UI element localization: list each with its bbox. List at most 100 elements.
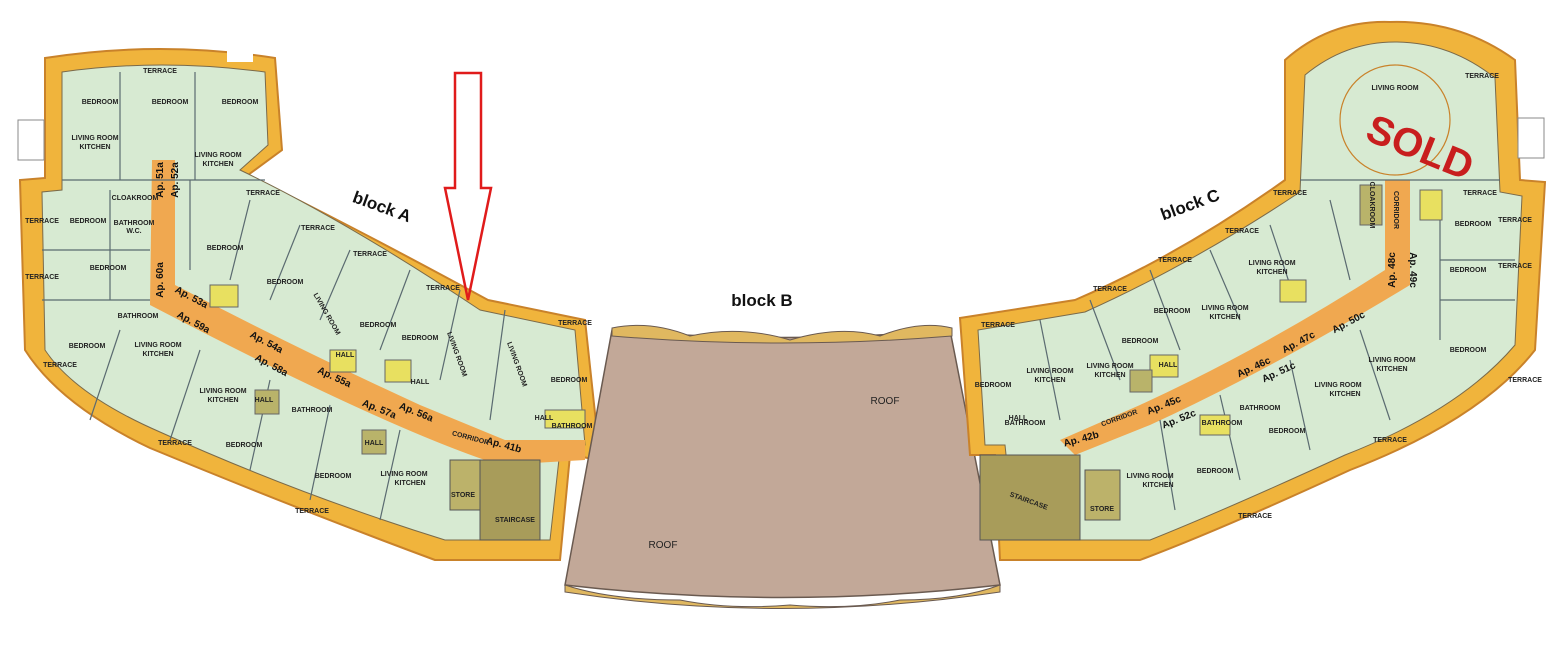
room-label: BEDROOM [1450, 347, 1487, 354]
room-label: KITCHEN [1142, 482, 1173, 489]
store-block-c [1084, 469, 1121, 521]
room-label: LIVING ROOM [1371, 85, 1418, 92]
room-label: BEDROOM [152, 99, 189, 106]
room-label: STORE [1090, 506, 1114, 513]
room-label: BEDROOM [82, 99, 119, 106]
room-label: TERRACE [981, 322, 1015, 329]
room-label: BEDROOM [1455, 221, 1492, 228]
block-b-plan [564, 324, 1001, 609]
side-stair [17, 119, 45, 161]
room-label: LIVING ROOM [1086, 363, 1133, 370]
room-label: STAIRCASE [495, 517, 535, 524]
room-label: HALL [255, 397, 274, 404]
block-a-plan [17, 48, 602, 561]
room-label: HALL [411, 379, 430, 386]
blank-patch [227, 50, 253, 62]
room-label: CORRIDOR [1392, 191, 1399, 229]
block-a-walls [42, 72, 506, 521]
room-label: BEDROOM [975, 382, 1012, 389]
bathroom-unit [1199, 414, 1231, 436]
bathroom-unit [1419, 189, 1443, 221]
staircase-block-a [479, 459, 541, 541]
room-label: TERRACE [1373, 437, 1407, 444]
room-label: KITCHEN [79, 144, 110, 151]
room-label: TERRACE [43, 362, 77, 369]
room-label: BATHROOM [114, 220, 155, 227]
room-label: HALL [535, 415, 554, 422]
bathroom-unit [1149, 354, 1179, 378]
room-label: KITCHEN [1376, 366, 1407, 373]
room-label: LIVING ROOM [71, 135, 118, 142]
room-label: BEDROOM [1154, 308, 1191, 315]
room-label: HALL [336, 352, 355, 359]
room-label: BEDROOM [226, 442, 263, 449]
room-label: LIVING ROOM [380, 471, 427, 478]
room-label: HALL [365, 440, 384, 447]
room-label: TERRACE [1498, 263, 1532, 270]
room-label: KITCHEN [207, 397, 238, 404]
room-label: BEDROOM [1122, 338, 1159, 345]
apartment-label: Ap. 51a [155, 162, 166, 198]
room-label: LIVING ROOM [1368, 357, 1415, 364]
room-label: BEDROOM [1269, 428, 1306, 435]
room-label: TERRACE [1465, 73, 1499, 80]
hall-unit [361, 429, 387, 455]
room-label: BEDROOM [1197, 468, 1234, 475]
room-label: LIVING ROOM [1026, 368, 1073, 375]
red-arrow-indicator [443, 71, 493, 301]
bathroom-unit [384, 359, 412, 383]
block-c-interior [977, 41, 1523, 541]
room-label: BATHROOM [118, 313, 159, 320]
room-label: TERRACE [246, 190, 280, 197]
block-c-plan [958, 20, 1547, 561]
hall-unit [254, 389, 280, 415]
room-label: TERRACE [301, 225, 335, 232]
apartment-label: Ap. 60a [155, 262, 166, 298]
apartment-label: Ap. 48c [1387, 252, 1398, 288]
room-label: BEDROOM [360, 322, 397, 329]
block-c-label: block C [1158, 185, 1222, 224]
bathroom-unit [544, 409, 586, 429]
room-label: HALL [1159, 362, 1178, 369]
room-label: KITCHEN [1209, 314, 1240, 321]
room-label: BATHROOM [292, 407, 333, 414]
room-label: TERRACE [1158, 257, 1192, 264]
room-label: BEDROOM [402, 335, 439, 342]
room-label: CLOAKROOM [112, 195, 159, 202]
room-label: BEDROOM [315, 473, 352, 480]
room-labels: TERRACE BEDROOM BEDROOM BEDROOM LIVING R… [25, 68, 1542, 524]
apartment-label: Ap. 52a [170, 162, 181, 198]
room-label: BEDROOM [267, 279, 304, 286]
room-label: TERRACE [1273, 190, 1307, 197]
side-stair [1517, 117, 1545, 159]
room-label: TERRACE [143, 68, 177, 75]
room-label: HALL [1009, 415, 1028, 422]
cloakroom-unit [1359, 184, 1383, 226]
room-label: TERRACE [1093, 286, 1127, 293]
room-label: LIVING ROOM [1201, 305, 1248, 312]
room-label: KITCHEN [202, 161, 233, 168]
room-label: TERRACE [1225, 228, 1259, 235]
block-a-label: block A [350, 188, 414, 227]
room-label: TERRACE [25, 218, 59, 225]
room-label: BEDROOM [69, 343, 106, 350]
room-label: BEDROOM [222, 99, 259, 106]
room-label: TERRACE [1498, 217, 1532, 224]
room-label: LIVING ROOM [1314, 382, 1361, 389]
staircase-block-c [979, 454, 1081, 541]
room-label: KITCHEN [1094, 372, 1125, 379]
block-c-corridor [1060, 180, 1410, 455]
room-label: BEDROOM [551, 377, 588, 384]
living-room-round [1339, 64, 1451, 176]
room-label: KITCHEN [1256, 269, 1287, 276]
bathroom-unit [1279, 279, 1307, 303]
roof-edge-top [611, 324, 953, 344]
room-label: BATHROOM [1005, 420, 1046, 427]
store-block-a [449, 459, 481, 511]
room-label: TERRACE [426, 285, 460, 292]
room-label: BATHROOM [552, 423, 593, 430]
roof-label: ROOF [649, 540, 678, 551]
room-label: TERRACE [558, 320, 592, 327]
room-label: TERRACE [295, 508, 329, 515]
